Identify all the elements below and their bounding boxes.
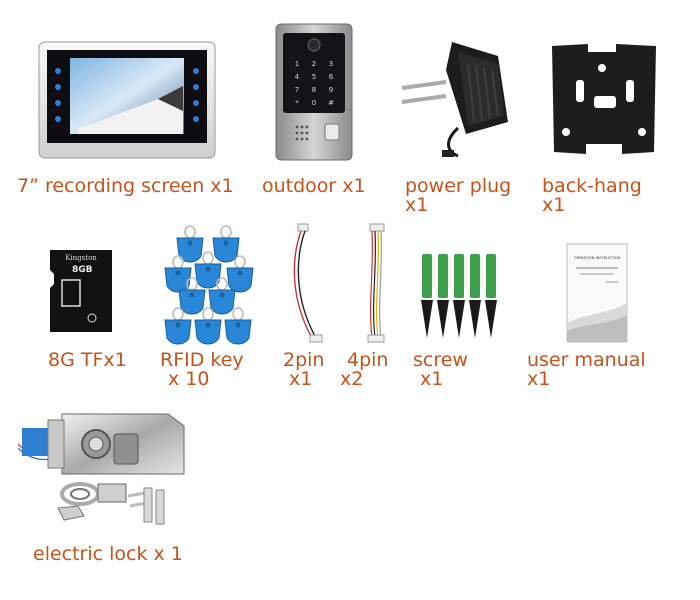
item-label-user-manual: user manual [527,349,646,371]
outdoor-keypad-unit-image: 1 2 3 4 5 6 7 8 9 * 0 # [275,23,353,161]
svg-text:#: # [328,99,334,107]
item-label-power-plug: power plug [405,175,512,197]
4pin-cable-image [356,222,396,344]
item-qty-power-plug: x1 [405,194,429,216]
svg-text:6: 6 [329,73,334,81]
svg-text:4: 4 [295,73,300,81]
item-label-2pin: 2pin [283,349,325,371]
indoor-monitor-image [38,41,216,159]
item-label-4pin: 4pin [347,349,389,371]
wall-bracket-image [546,40,662,158]
screw-set-image [416,248,508,340]
svg-text:0: 0 [312,99,316,107]
item-qty-user-manual: x1 [527,368,551,390]
item-label-outdoor: outdoor x1 [262,175,366,197]
item-label-rfid-key: RFID key [160,349,244,371]
svg-text:5: 5 [312,73,316,81]
item-qty-4pin: x2 [340,368,364,390]
item-label-back-hang: back-hang [542,175,642,197]
manual-booklet-image: OPERATION INSTRUCTION [566,243,628,343]
manual-title-text: OPERATION INSTRUCTION [574,256,621,260]
svg-text:3: 3 [329,60,333,68]
item-qty-rfid-key: x 10 [168,368,210,390]
rfid-keyfob-image [160,224,256,346]
svg-text:7: 7 [295,86,299,94]
card-capacity-text: 8GB [72,265,93,275]
svg-text:9: 9 [329,86,333,94]
sd-card-image: Kingston 8GB [48,248,114,334]
svg-text:*: * [295,99,299,107]
card-brand-text: Kingston [65,254,97,262]
electric-lock-image [18,404,194,528]
item-qty-back-hang: x1 [542,194,566,216]
item-label-tf-card: 8G TFx1 [48,349,127,371]
item-label-recording-screen: 7” recording screen x1 [17,175,234,197]
item-qty-screw: x1 [420,368,444,390]
item-label-electric-lock: electric lock x 1 [33,543,183,565]
power-adapter-image [398,42,510,158]
svg-text:1: 1 [295,60,299,68]
2pin-cable-image [288,222,328,344]
svg-text:2: 2 [312,60,316,68]
item-qty-2pin: x1 [289,368,313,390]
item-label-screw: screw [413,349,468,371]
svg-text:8: 8 [312,86,316,94]
